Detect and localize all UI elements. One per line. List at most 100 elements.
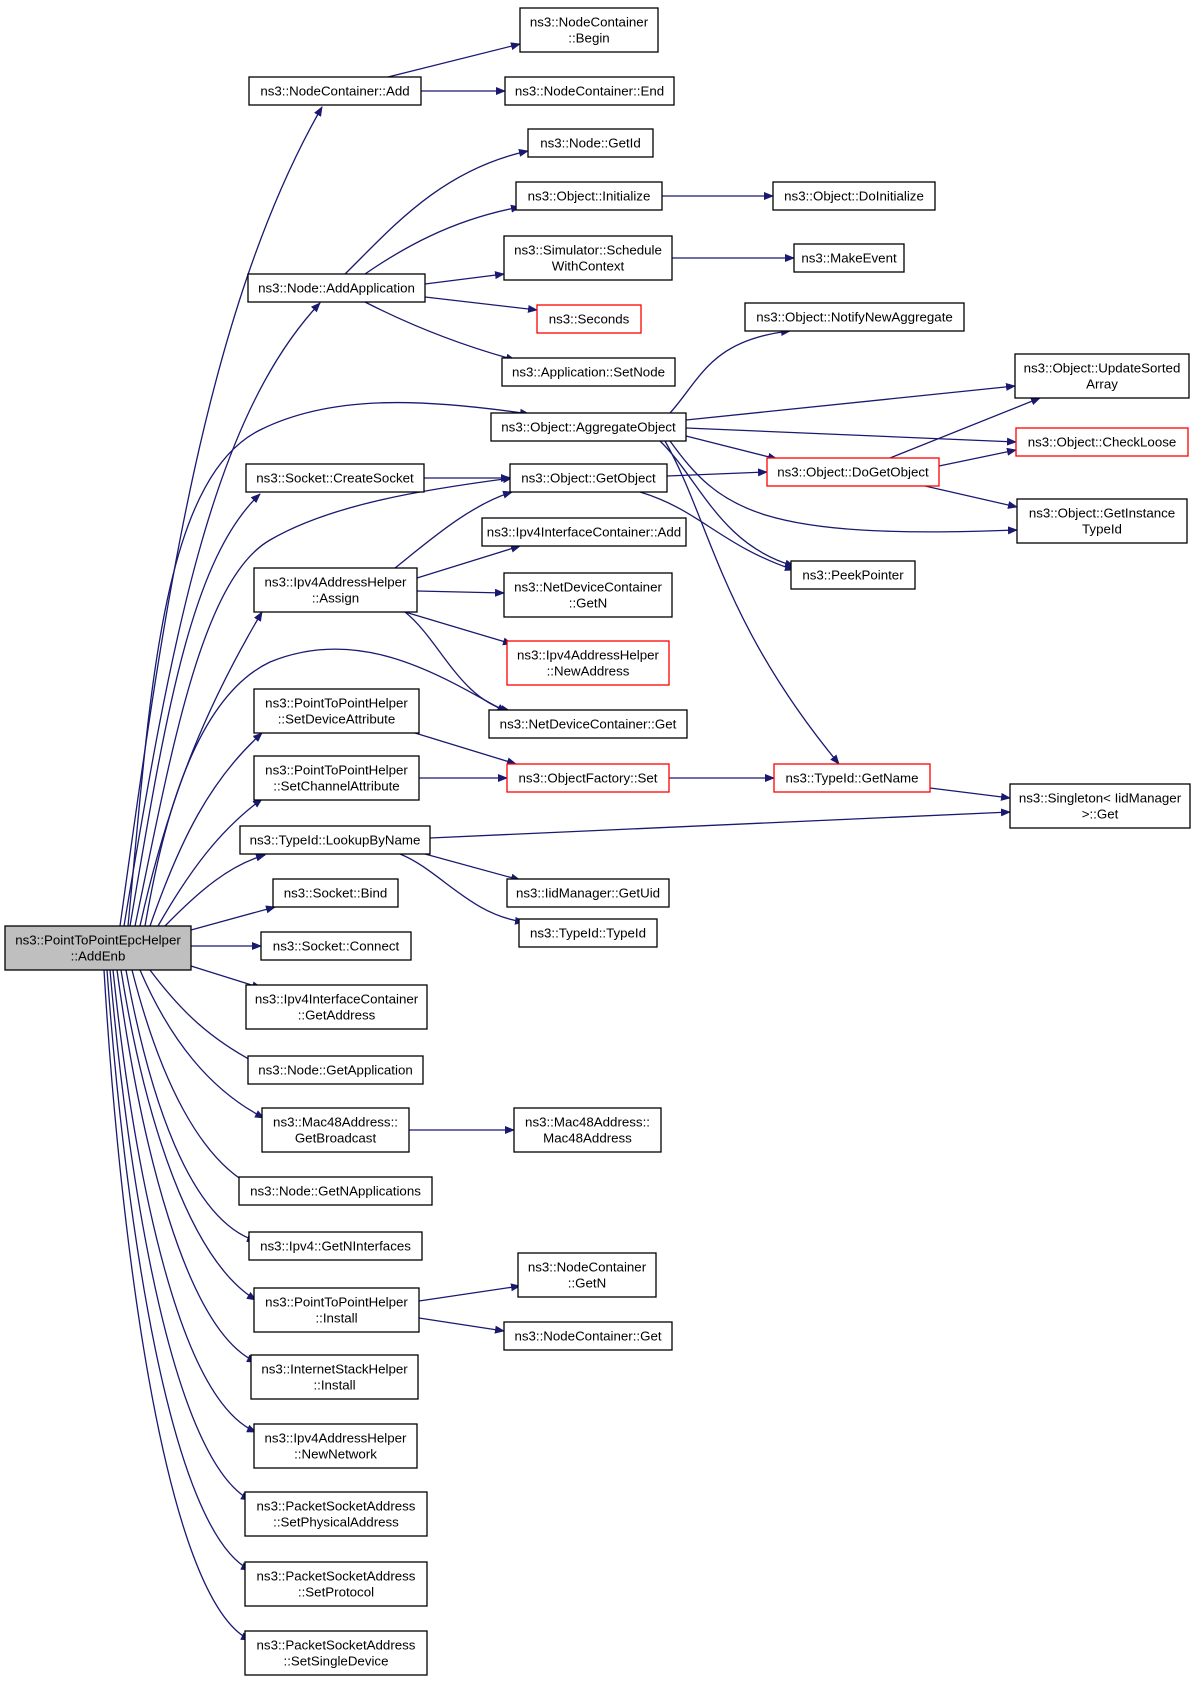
node-box: [536, 304, 642, 334]
node-p2p-setchanattr[interactable]: ns3::PointToPointHelper::SetChannelAttri…: [253, 755, 420, 801]
edge-root-to-node_getnapps: [131, 969, 255, 1188]
node-label: ns3::Object::GetObject: [521, 471, 656, 486]
edge-p2p_install-to-nc_getn: [418, 1283, 521, 1302]
node-make-event[interactable]: ns3::MakeEvent: [793, 243, 905, 273]
node-nc-get[interactable]: ns3::NodeContainer::Get: [503, 1321, 673, 1351]
node-psa-setsingle[interactable]: ns3::PacketSocketAddress::SetSingleDevic…: [244, 1630, 428, 1676]
node-sock-connect[interactable]: ns3::Socket::Connect: [260, 931, 412, 961]
node-nc-add[interactable]: ns3::NodeContainer::Add: [248, 76, 422, 106]
node-nc-begin[interactable]: ns3::NodeContainer::Begin: [519, 7, 659, 53]
node-ipv4ah-newaddr[interactable]: ns3::Ipv4AddressHelper::NewAddress: [506, 640, 670, 686]
node-label: ns3::Ipv4InterfaceContainer::Add: [487, 525, 681, 540]
edge-root-to-ipv4ic_getaddr: [190, 965, 262, 990]
node-p2p-install[interactable]: ns3::PointToPointHelper::Install: [253, 1287, 420, 1333]
node-node-getnapps[interactable]: ns3::Node::GetNApplications: [238, 1176, 433, 1206]
node-psa-setphys[interactable]: ns3::PacketSocketAddress::SetPhysicalAdd…: [244, 1491, 428, 1537]
node-ipv4ic-add[interactable]: ns3::Ipv4InterfaceContainer::Add: [481, 517, 687, 547]
node-box: [766, 457, 940, 487]
node-box: [1015, 427, 1189, 457]
node-box: [518, 918, 658, 948]
edge-p2p_setdevattr-to-objfactory_set: [414, 732, 517, 766]
node-node-getid[interactable]: ns3::Node::GetId: [527, 128, 654, 158]
node-mac48-ctor[interactable]: ns3::Mac48Address::Mac48Address: [513, 1107, 662, 1153]
node-singleton-get[interactable]: ns3::Singleton< IidManager>::Get: [1009, 783, 1191, 829]
node-node-getapp[interactable]: ns3::Node::GetApplication: [247, 1055, 424, 1085]
edge-typeid_lookup-to-iid_getuid: [424, 853, 521, 882]
node-box: [790, 560, 916, 590]
edge-node_addapp-to-seconds: [424, 296, 538, 313]
node-ipv4ah-assign[interactable]: ns3::Ipv4AddressHelper::Assign: [253, 567, 418, 613]
node-obj-aggregate[interactable]: ns3::Object::AggregateObject: [490, 412, 687, 442]
edge-nc_add-to-nc_begin: [387, 42, 521, 78]
node-sock-bind[interactable]: ns3::Socket::Bind: [272, 878, 399, 908]
node-label: ::NewAddress: [547, 664, 630, 679]
edge-obj_dogetobject-to-obj_updsorted: [889, 397, 1041, 459]
node-label: ::Assign: [312, 591, 359, 606]
node-ish-install[interactable]: ns3::InternetStackHelper::Install: [250, 1354, 419, 1400]
edge-obj_dogetobject-to-obj_getinstance: [924, 485, 1018, 509]
node-box: [793, 243, 905, 273]
node-obj-init[interactable]: ns3::Object::Initialize: [515, 181, 663, 211]
node-psa-setproto[interactable]: ns3::PacketSocketAddress::SetProtocol: [244, 1561, 428, 1607]
node-peekpointer[interactable]: ns3::PeekPointer: [790, 560, 916, 590]
node-ndc-get[interactable]: ns3::NetDeviceContainer::Get: [488, 709, 688, 739]
node-typeid-lookup[interactable]: ns3::TypeId::LookupByName: [239, 825, 431, 855]
node-obj-dogetobject[interactable]: ns3::Object::DoGetObject: [766, 457, 940, 487]
node-nc-end[interactable]: ns3::NodeContainer::End: [504, 76, 675, 106]
node-box: [503, 1321, 673, 1351]
node-label: ns3::Ipv4AddressHelper: [265, 575, 407, 590]
node-label: ns3::PointToPointEpcHelper: [15, 933, 181, 948]
node-label: ns3::IidManager::GetUid: [516, 886, 660, 901]
node-node-addapp[interactable]: ns3::Node::AddApplication: [247, 273, 426, 303]
node-typeid-getname[interactable]: ns3::TypeId::GetName: [773, 763, 931, 793]
edge-ipv4ah_assign-to-ndc_get: [404, 611, 511, 713]
node-obj-notify[interactable]: ns3::Object::NotifyNewAggregate: [744, 302, 965, 332]
node-ipv4-getnif[interactable]: ns3::Ipv4::GetNInterfaces: [248, 1231, 423, 1261]
node-box: [272, 878, 399, 908]
node-label: ns3::Singleton< IidManager: [1019, 791, 1182, 806]
node-label: ns3::Node::GetId: [540, 136, 641, 151]
node-mac48-getbcast[interactable]: ns3::Mac48Address::GetBroadcast: [261, 1107, 410, 1153]
node-label: ::SetDeviceAttribute: [278, 712, 396, 727]
node-seconds[interactable]: ns3::Seconds: [536, 304, 642, 334]
node-root[interactable]: ns3::PointToPointEpcHelper::AddEnb: [4, 925, 192, 971]
edge-root-to-nc_add: [119, 106, 323, 927]
edge-obj_aggregate-to-obj_updsorted: [685, 382, 1016, 421]
node-label: ns3::Object::UpdateSorted: [1024, 361, 1181, 376]
node-ipv4ah-newnet[interactable]: ns3::Ipv4AddressHelper::NewNetwork: [253, 1423, 418, 1469]
node-nc-getn[interactable]: ns3::NodeContainer::GetN: [517, 1252, 657, 1298]
node-obj-doinit[interactable]: ns3::Object::DoInitialize: [772, 181, 936, 211]
node-box: [1009, 783, 1191, 829]
node-label: ::GetAddress: [298, 1008, 376, 1023]
edge-root-to-psa_setphys: [109, 969, 251, 1501]
node-box: [513, 1107, 662, 1153]
node-objfactory-set[interactable]: ns3::ObjectFactory::Set: [506, 763, 670, 793]
node-label: ns3::NodeContainer: [528, 1260, 647, 1275]
node-box: [527, 128, 654, 158]
node-p2p-setdevattr[interactable]: ns3::PointToPointHelper::SetDeviceAttrib…: [253, 688, 420, 734]
node-box: [488, 709, 688, 739]
node-box: [253, 1423, 418, 1469]
node-label: ::GetN: [568, 1276, 606, 1291]
edge-root-to-p2p_install: [120, 969, 257, 1301]
node-ndc-getn[interactable]: ns3::NetDeviceContainer::GetN: [503, 572, 673, 618]
node-label: ns3::ObjectFactory::Set: [519, 771, 658, 786]
node-label: ::SetChannelAttribute: [273, 779, 399, 794]
node-label: ::Install: [313, 1378, 355, 1393]
node-label: ns3::Ipv4::GetNInterfaces: [260, 1239, 411, 1254]
node-iid-getuid[interactable]: ns3::IidManager::GetUid: [506, 878, 670, 908]
node-obj-checkloose[interactable]: ns3::Object::CheckLoose: [1015, 427, 1189, 457]
edge-root-to-p2p_setchanattr: [157, 798, 263, 927]
node-app-setnode[interactable]: ns3::Application::SetNode: [501, 357, 676, 387]
node-sock-create[interactable]: ns3::Socket::CreateSocket: [245, 463, 425, 493]
node-obj-getobject[interactable]: ns3::Object::GetObject: [509, 463, 668, 493]
node-typeid-typeid[interactable]: ns3::TypeId::TypeId: [518, 918, 658, 948]
node-ipv4ic-getaddr[interactable]: ns3::Ipv4InterfaceContainer::GetAddress: [245, 984, 428, 1030]
node-box: [245, 463, 425, 493]
node-box: [1016, 498, 1188, 544]
node-box: [261, 1107, 410, 1153]
edge-root-to-sock_bind: [190, 905, 276, 931]
